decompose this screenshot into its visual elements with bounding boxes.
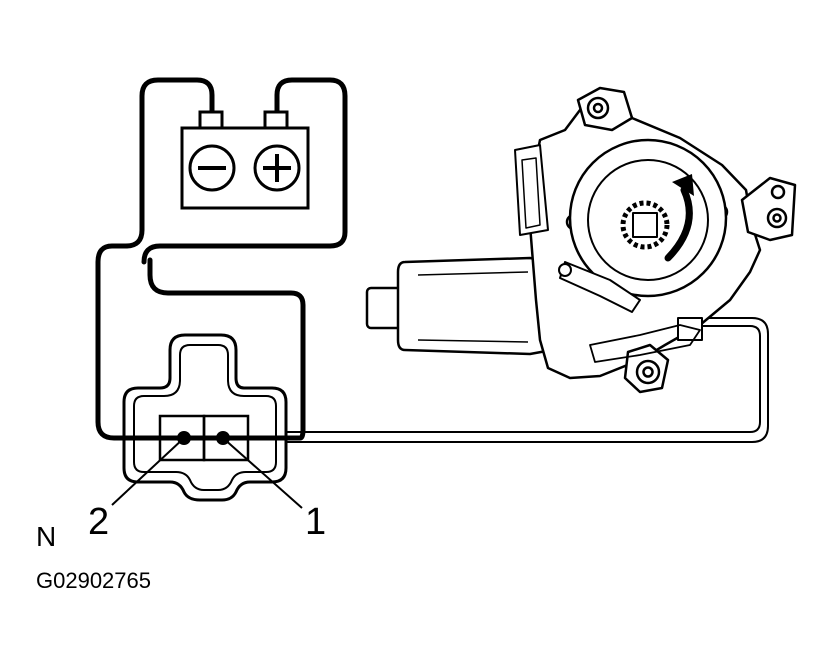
harness-wire (286, 317, 769, 443)
gear-hub (632, 212, 658, 238)
figure-code: G02902765 (36, 568, 151, 593)
connector-outline (122, 333, 288, 502)
pin-1-label: 1 (305, 501, 326, 543)
plus-icon (253, 144, 301, 192)
corner-label: N (36, 521, 56, 552)
lever-arm (559, 261, 641, 313)
motor-body (396, 256, 554, 356)
mounting-ear-bottom (623, 343, 670, 394)
pin-leaders (111, 437, 303, 509)
mounting-ear-top (576, 86, 634, 132)
battery-wires (95, 77, 348, 441)
pin-2-label: 2 (88, 501, 109, 543)
curved-arrow-icon (664, 174, 694, 262)
connector-cavity-1 (202, 414, 250, 462)
minus-icon (188, 144, 236, 192)
battery (180, 110, 310, 210)
connector-inner (133, 344, 277, 491)
positive-wire (141, 77, 348, 265)
window-motor (365, 86, 797, 394)
negative-wire (95, 77, 306, 441)
mounting-ear-right (740, 176, 797, 242)
connector (122, 333, 288, 502)
